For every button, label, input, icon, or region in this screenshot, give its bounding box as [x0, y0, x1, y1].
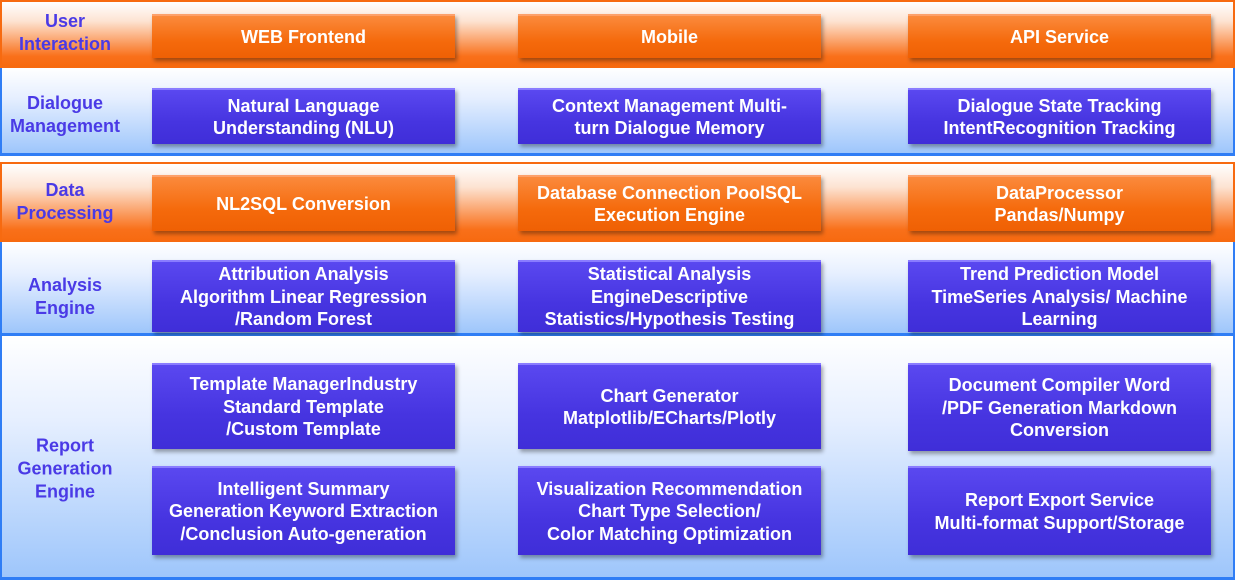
component-text-line: Generation Keyword Extraction	[168, 501, 439, 522]
layer-label-line: Report	[36, 435, 94, 456]
component-text-line: Matplotlib/ECharts/Plotly	[562, 408, 776, 428]
component-text-line: turn Dialogue Memory	[574, 118, 765, 138]
component-text-line: DataProcessor	[995, 182, 1124, 203]
component-text-line: Learning	[1021, 309, 1098, 330]
component-text-line: Context Management Multi-	[551, 95, 787, 116]
component-text-line: Document Compiler Word	[948, 375, 1171, 396]
layer-label-line: Engine	[34, 298, 95, 318]
component-text-line: WEB Frontend	[241, 26, 366, 47]
layer-label-line: Processing	[16, 203, 114, 223]
component-text-line: Conversion	[1009, 420, 1110, 441]
component-text-line: Chart Generator	[600, 385, 739, 406]
layer-label-line: User	[44, 11, 86, 31]
component-text-line: Template ManagerIndustry	[189, 374, 418, 395]
component-box: Document Compiler Word/PDF Generation Ma…	[908, 363, 1211, 451]
component-text-line: Multi-format Support/Storage	[934, 512, 1185, 533]
component-text-line: Pandas/Numpy	[994, 205, 1125, 225]
component-text-line: IntentRecognition Tracking	[943, 118, 1176, 138]
component-text-line: Trend Prediction Model	[959, 264, 1160, 285]
component-box: Context Management Multi-turn Dialogue M…	[518, 88, 821, 144]
layer-label-line: Data	[45, 180, 85, 200]
component-box: WEB Frontend	[152, 14, 455, 58]
component-text-line: /PDF Generation Markdown	[941, 397, 1178, 418]
component-text-line: Attribution Analysis	[218, 264, 389, 285]
component-text-line: Intelligent Summary	[217, 478, 390, 499]
layer-label-line: Analysis	[27, 275, 103, 295]
component-text-line: Database Connection PoolSQL	[536, 182, 803, 203]
layer-label-line: Dialogue	[26, 93, 103, 113]
component-text-line: Statistics/Hypothesis Testing	[544, 309, 795, 330]
component-text-line: Statistical Analysis	[587, 264, 752, 285]
component-text-line: API Service	[1009, 26, 1110, 47]
component-text-line: /Conclusion Auto-generation	[180, 523, 427, 544]
component-text-line: Report Export Service	[964, 490, 1155, 510]
component-text-line: /Custom Template	[226, 419, 381, 440]
component-box: API Service	[908, 14, 1211, 58]
component-text-line: TimeSeries Analysis/ Machine	[931, 286, 1188, 307]
component-box: NL2SQL Conversion	[152, 175, 455, 231]
component-text-line: Understanding (NLU)	[213, 118, 394, 138]
component-text-line: Color Matching Optimization	[547, 523, 792, 544]
component-text-line: Mobile	[641, 26, 698, 47]
layer-label-line: Interaction	[18, 34, 111, 54]
component-box: Mobile	[518, 14, 821, 58]
component-text-line: Execution Engine	[593, 205, 746, 225]
component-text-line: Standard Template	[223, 396, 384, 417]
component-text-line: Chart Type Selection/	[578, 501, 761, 522]
component-text-line: EngineDescriptive	[590, 286, 749, 307]
component-text-line: Dialogue State Tracking	[957, 95, 1162, 116]
component-text-line: Visualization Recommendation	[536, 478, 803, 499]
component-text-line: /Random Forest	[234, 309, 372, 330]
component-text-line: Natural Language	[227, 95, 380, 116]
component-text-line: NL2SQL Conversion	[216, 193, 391, 214]
component-text-line: Algorithm Linear Regression	[179, 286, 428, 307]
layer-label-line: Generation	[17, 458, 113, 479]
layer-label-line: Management	[9, 116, 121, 136]
layer-label-line: Engine	[34, 481, 95, 502]
